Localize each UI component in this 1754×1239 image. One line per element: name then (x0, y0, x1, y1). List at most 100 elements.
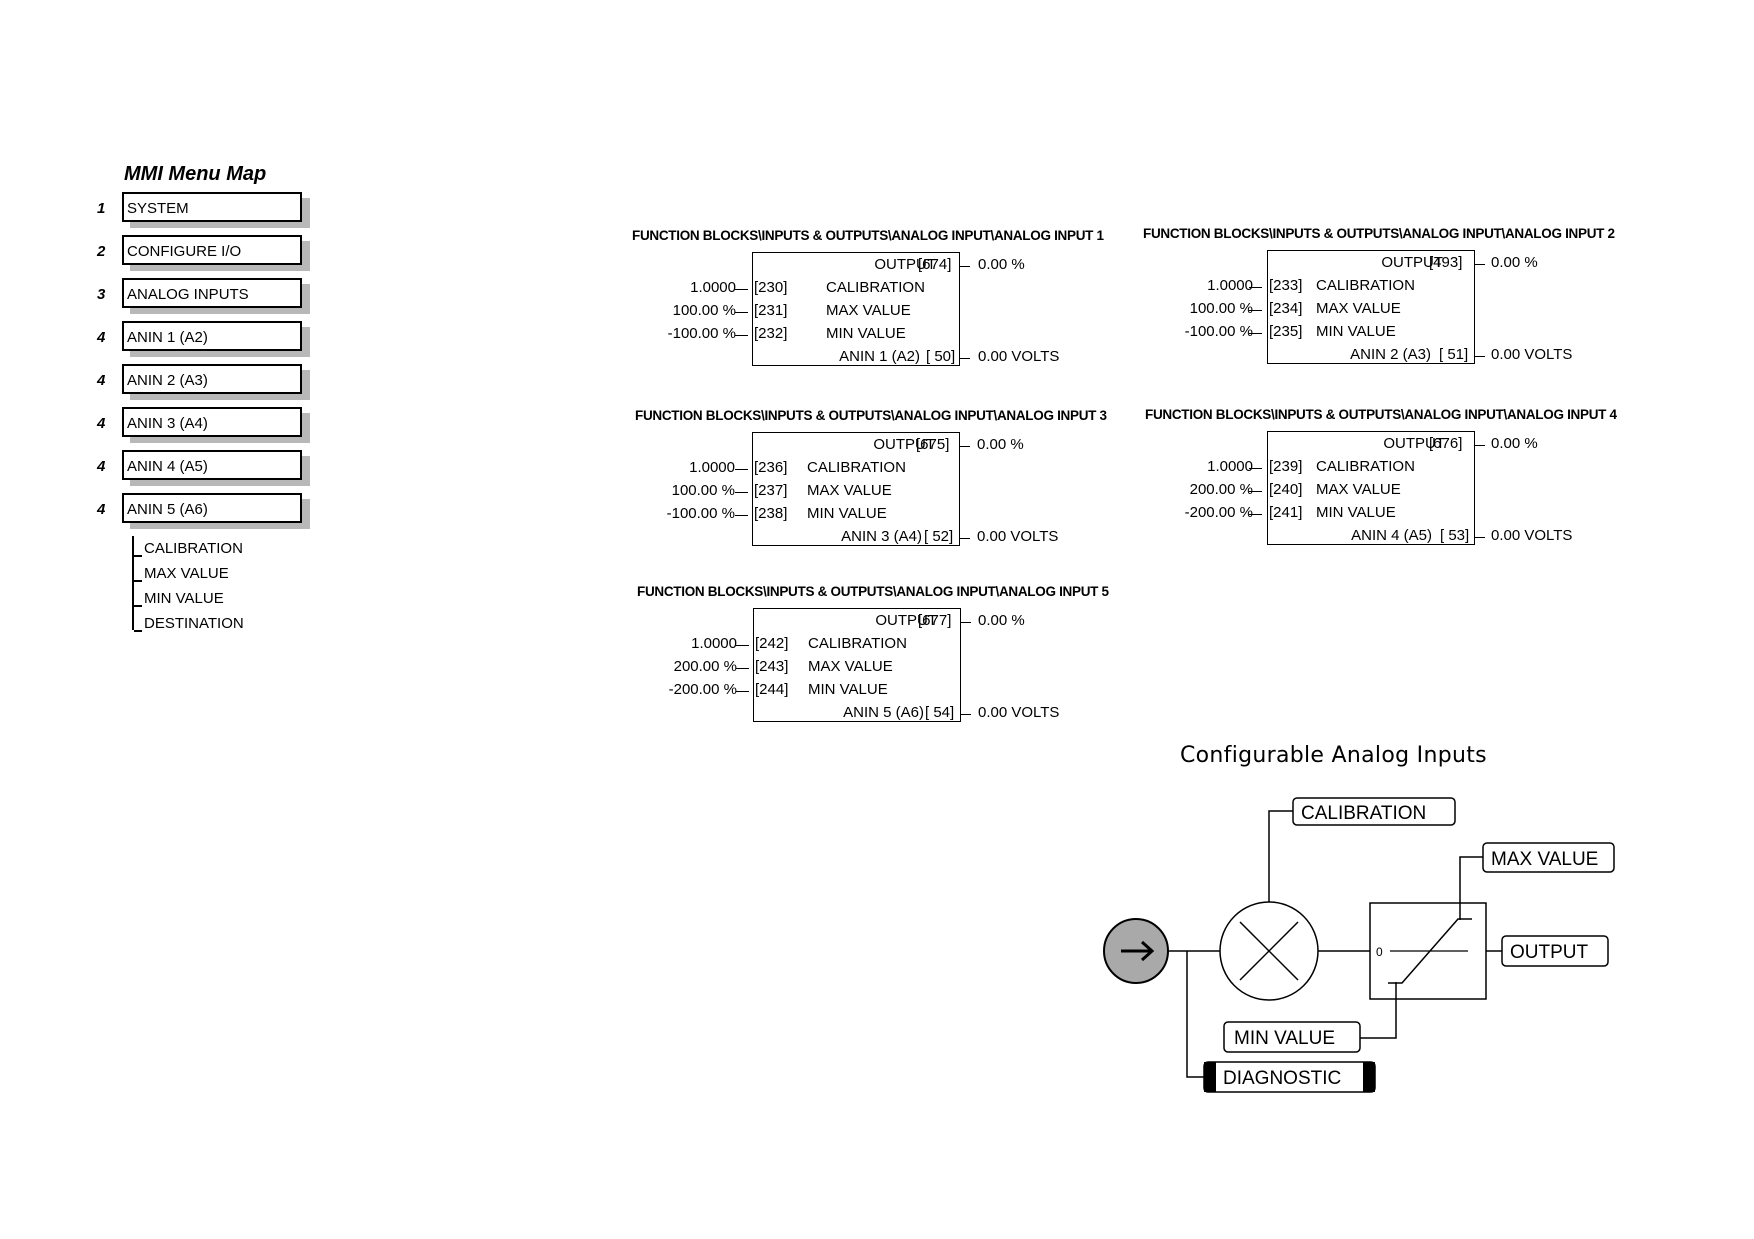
param-value[interactable]: -100.00 % (1184, 323, 1253, 340)
param-value[interactable]: -200.00 % (668, 681, 737, 698)
param-tag: [232] (754, 325, 788, 342)
param-connector (1249, 287, 1262, 288)
input-connector (1475, 537, 1485, 538)
param-name: MAX VALUE (1316, 481, 1401, 498)
input-tag: [ 54] (925, 704, 955, 721)
mmi-row: 4 ANIN 3 (A4) (97, 407, 317, 441)
param-tag: [239] (1269, 458, 1303, 475)
param-name: CALIBRATION (826, 279, 925, 296)
output-param-box[interactable]: OUTPUT (1501, 935, 1609, 967)
mmi-level-number: 4 (97, 501, 106, 518)
param-tag: [241] (1269, 504, 1303, 521)
mmi-row: 4 ANIN 4 (A5) (97, 450, 317, 484)
output-tag: [677] (918, 612, 952, 629)
param-connector (735, 289, 748, 290)
mmi-subitem-calibration[interactable]: CALIBRATION (134, 536, 244, 561)
function-block-analog-input-3: FUNCTION BLOCKS\INPUTS & OUTPUTS\ANALOG … (635, 408, 1135, 558)
mmi-item-anin-2[interactable]: ANIN 2 (A3) (122, 364, 302, 394)
param-value[interactable]: 1.0000 (689, 459, 735, 476)
mmi-item-anin-4[interactable]: ANIN 4 (A5) (122, 450, 302, 480)
min-value-param-box[interactable]: MIN VALUE (1223, 1021, 1361, 1053)
input-name: ANIN 3 (A4) (841, 528, 922, 545)
block-path: FUNCTION BLOCKS\INPUTS & OUTPUTS\ANALOG … (632, 228, 1104, 243)
output-tag: [493] (1429, 254, 1463, 271)
param-connector (1249, 468, 1262, 469)
param-value[interactable]: 100.00 % (672, 302, 736, 319)
diagram-title: Configurable Analog Inputs (1180, 743, 1487, 768)
block-frame (752, 252, 960, 366)
limiter-block (1369, 902, 1487, 1000)
output-tag: [674] (918, 256, 952, 273)
param-connector (1249, 491, 1262, 492)
param-value[interactable]: 100.00 % (1189, 300, 1253, 317)
input-tag: [ 51] (1439, 346, 1469, 363)
mmi-level-number: 1 (97, 200, 106, 217)
diagnostic-line (1186, 951, 1204, 1078)
max-value-line (1459, 856, 1483, 920)
output-label: OUTPUT (1510, 942, 1589, 963)
param-tag: [240] (1269, 481, 1303, 498)
output-value: 0.00 % (977, 436, 1024, 453)
diagnostic-param-box[interactable]: DIAGNOSTIC (1203, 1061, 1376, 1093)
mmi-item-anin-5[interactable]: ANIN 5 (A6) (122, 493, 302, 523)
mmi-item-system[interactable]: SYSTEM (122, 192, 302, 222)
input-value: 0.00 VOLTS (978, 704, 1060, 721)
param-connector (1249, 514, 1262, 515)
param-tag: [235] (1269, 323, 1303, 340)
param-connector (735, 515, 748, 516)
param-value[interactable]: 200.00 % (673, 658, 737, 675)
param-name: MAX VALUE (826, 302, 911, 319)
block-frame (1267, 250, 1475, 364)
mmi-row: 4 ANIN 5 (A6) (97, 493, 317, 527)
param-tag: [237] (754, 482, 788, 499)
param-value[interactable]: 1.0000 (1207, 277, 1253, 294)
param-value[interactable]: 1.0000 (1207, 458, 1253, 475)
block-path: FUNCTION BLOCKS\INPUTS & OUTPUTS\ANALOG … (635, 408, 1107, 423)
output-connector (1475, 264, 1485, 265)
param-value[interactable]: -100.00 % (666, 505, 735, 522)
output-name: OUTPUT (1383, 435, 1445, 452)
mmi-item-analog-inputs[interactable]: ANALOG INPUTS (122, 278, 302, 308)
output-connector (960, 446, 970, 447)
param-name: MIN VALUE (808, 681, 888, 698)
min-value-label: MIN VALUE (1234, 1028, 1335, 1049)
param-tag: [242] (755, 635, 789, 652)
mmi-item-configure-io[interactable]: CONFIGURE I/O (122, 235, 302, 265)
param-name: CALIBRATION (1316, 277, 1415, 294)
input-name: ANIN 4 (A5) (1351, 527, 1432, 544)
mmi-row: 4 ANIN 1 (A2) (97, 321, 317, 355)
param-name: CALIBRATION (808, 635, 907, 652)
param-connector (736, 691, 749, 692)
mmi-level-number: 4 (97, 458, 106, 475)
mmi-item-anin-3[interactable]: ANIN 3 (A4) (122, 407, 302, 437)
mmi-menu-title: MMI Menu Map (124, 163, 267, 185)
input-value: 0.00 VOLTS (978, 348, 1060, 365)
mmi-subitem-destination[interactable]: DESTINATION (134, 611, 244, 636)
param-connector (1249, 310, 1262, 311)
input-value: 0.00 VOLTS (1491, 527, 1573, 544)
output-value: 0.00 % (1491, 254, 1538, 271)
param-tag: [231] (754, 302, 788, 319)
max-value-param-box[interactable]: MAX VALUE (1482, 842, 1615, 873)
param-value[interactable]: -100.00 % (667, 325, 736, 342)
param-name: MIN VALUE (1316, 323, 1396, 340)
param-connector (735, 312, 748, 313)
mmi-item-anin-1[interactable]: ANIN 1 (A2) (122, 321, 302, 351)
mmi-subitem-max-value[interactable]: MAX VALUE (134, 561, 244, 586)
output-value: 0.00 % (978, 256, 1025, 273)
param-value[interactable]: 1.0000 (690, 279, 736, 296)
param-value[interactable]: 100.00 % (671, 482, 735, 499)
param-tag: [238] (754, 505, 788, 522)
param-name: MIN VALUE (807, 505, 887, 522)
param-tag: [236] (754, 459, 788, 476)
param-value[interactable]: 200.00 % (1189, 481, 1253, 498)
input-name: ANIN 5 (A6) (843, 704, 924, 721)
param-tag: [230] (754, 279, 788, 296)
calibration-param-box[interactable]: CALIBRATION (1292, 797, 1456, 826)
param-value[interactable]: -200.00 % (1184, 504, 1253, 521)
mmi-subitem-min-value[interactable]: MIN VALUE (134, 586, 244, 611)
input-connector (960, 358, 970, 359)
param-value[interactable]: 1.0000 (691, 635, 737, 652)
max-value-label: MAX VALUE (1491, 849, 1598, 870)
